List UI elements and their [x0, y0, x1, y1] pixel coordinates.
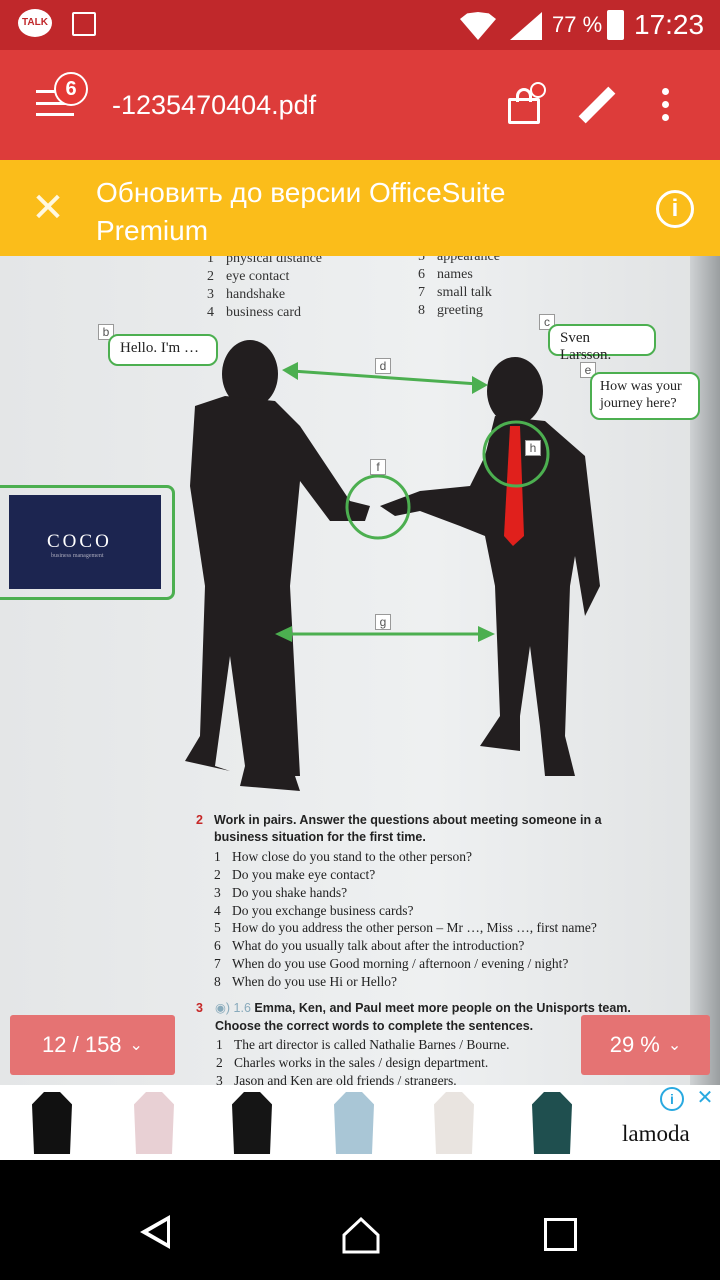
label-d: d: [375, 358, 391, 374]
right-person-body: [380, 416, 600, 776]
more-options-button[interactable]: [662, 88, 674, 124]
business-card-frame: COCO business management: [0, 485, 175, 600]
battery-percent: 77 %: [552, 12, 603, 37]
dress-image: [532, 1092, 572, 1154]
recents-button[interactable]: [544, 1218, 577, 1251]
ad-product[interactable]: [8, 1089, 96, 1157]
signal-icon: [510, 12, 542, 40]
info-button[interactable]: i: [656, 190, 694, 228]
zoom-selector[interactable]: 29 %⌄: [581, 1015, 710, 1075]
label-c: c: [539, 314, 555, 330]
handshake-illustration: [185, 340, 600, 791]
ad-brand-logo: lamoda: [622, 1121, 690, 1146]
recents-icon: [544, 1218, 577, 1251]
home-button[interactable]: [340, 1215, 382, 1255]
dress-image: [434, 1092, 474, 1154]
home-icon: [342, 1216, 380, 1254]
ad-close-icon[interactable]: ✕: [696, 1087, 714, 1109]
chevron-down-icon: ⌄: [129, 1037, 143, 1054]
ad-product[interactable]: [508, 1089, 596, 1157]
speech-bubble-e: How was your journey here?: [590, 372, 700, 420]
right-person-head: [487, 357, 543, 425]
notification-badge: 6: [54, 72, 88, 106]
label-g: g: [375, 614, 391, 630]
dress-image: [134, 1092, 174, 1154]
shop-button[interactable]: [508, 82, 546, 124]
ad-banner[interactable]: i ✕ lamoda: [0, 1085, 720, 1160]
app-bar: 6 -1235470404.pdf: [0, 50, 720, 160]
handshake-circle: [345, 474, 411, 540]
close-icon: ✕: [31, 186, 65, 230]
upgrade-banner[interactable]: ✕ Обновить до версии OfficeSuite Premium…: [0, 160, 720, 256]
wifi-icon: [460, 12, 496, 40]
info-icon: i: [671, 195, 679, 222]
tie-circle: [482, 420, 550, 488]
clock: 17:23: [634, 9, 705, 40]
ad-product[interactable]: [208, 1089, 296, 1157]
image-icon: [72, 12, 96, 36]
ad-product[interactable]: [410, 1089, 498, 1157]
banner-text: Обновить до версии OfficeSuite Premium: [96, 177, 506, 246]
distance-arrow-head: [291, 369, 479, 386]
talk-icon: TALK: [18, 9, 52, 37]
dress-image: [32, 1092, 72, 1154]
left-person-head: [222, 340, 278, 408]
navigation-bar: [0, 1160, 720, 1280]
left-person-body: [185, 396, 370, 791]
ad-product[interactable]: [310, 1089, 398, 1157]
dress-image: [334, 1092, 374, 1154]
back-icon: [140, 1215, 170, 1249]
dress-image: [232, 1092, 272, 1154]
business-card: COCO business management: [9, 495, 161, 589]
label-f: f: [370, 459, 386, 475]
edit-button[interactable]: [578, 86, 618, 126]
label-h: h: [525, 440, 541, 456]
document-title: -1235470404.pdf: [112, 90, 317, 120]
close-banner-button[interactable]: ✕: [30, 188, 66, 228]
speech-bubble-c: Sven Larsson.: [548, 324, 656, 363]
ad-product[interactable]: [110, 1089, 198, 1157]
exercise-3-title: 3◉) 1.6 Emma, Ken, and Paul meet more pe…: [196, 1001, 631, 1033]
battery-icon: [607, 10, 624, 40]
chevron-down-icon: ⌄: [667, 1037, 682, 1054]
back-button[interactable]: [140, 1215, 180, 1255]
ad-info-icon[interactable]: i: [660, 1087, 684, 1111]
more-vertical-icon: [662, 88, 669, 95]
pencil-icon: [578, 86, 616, 124]
page-selector[interactable]: 12 / 158⌄: [10, 1015, 175, 1075]
status-bar: TALK 77 % 17:23: [0, 0, 720, 50]
audio-icon[interactable]: ◉) 1.6: [215, 1001, 251, 1015]
speech-bubble-b: Hello. I'm …: [108, 334, 218, 366]
